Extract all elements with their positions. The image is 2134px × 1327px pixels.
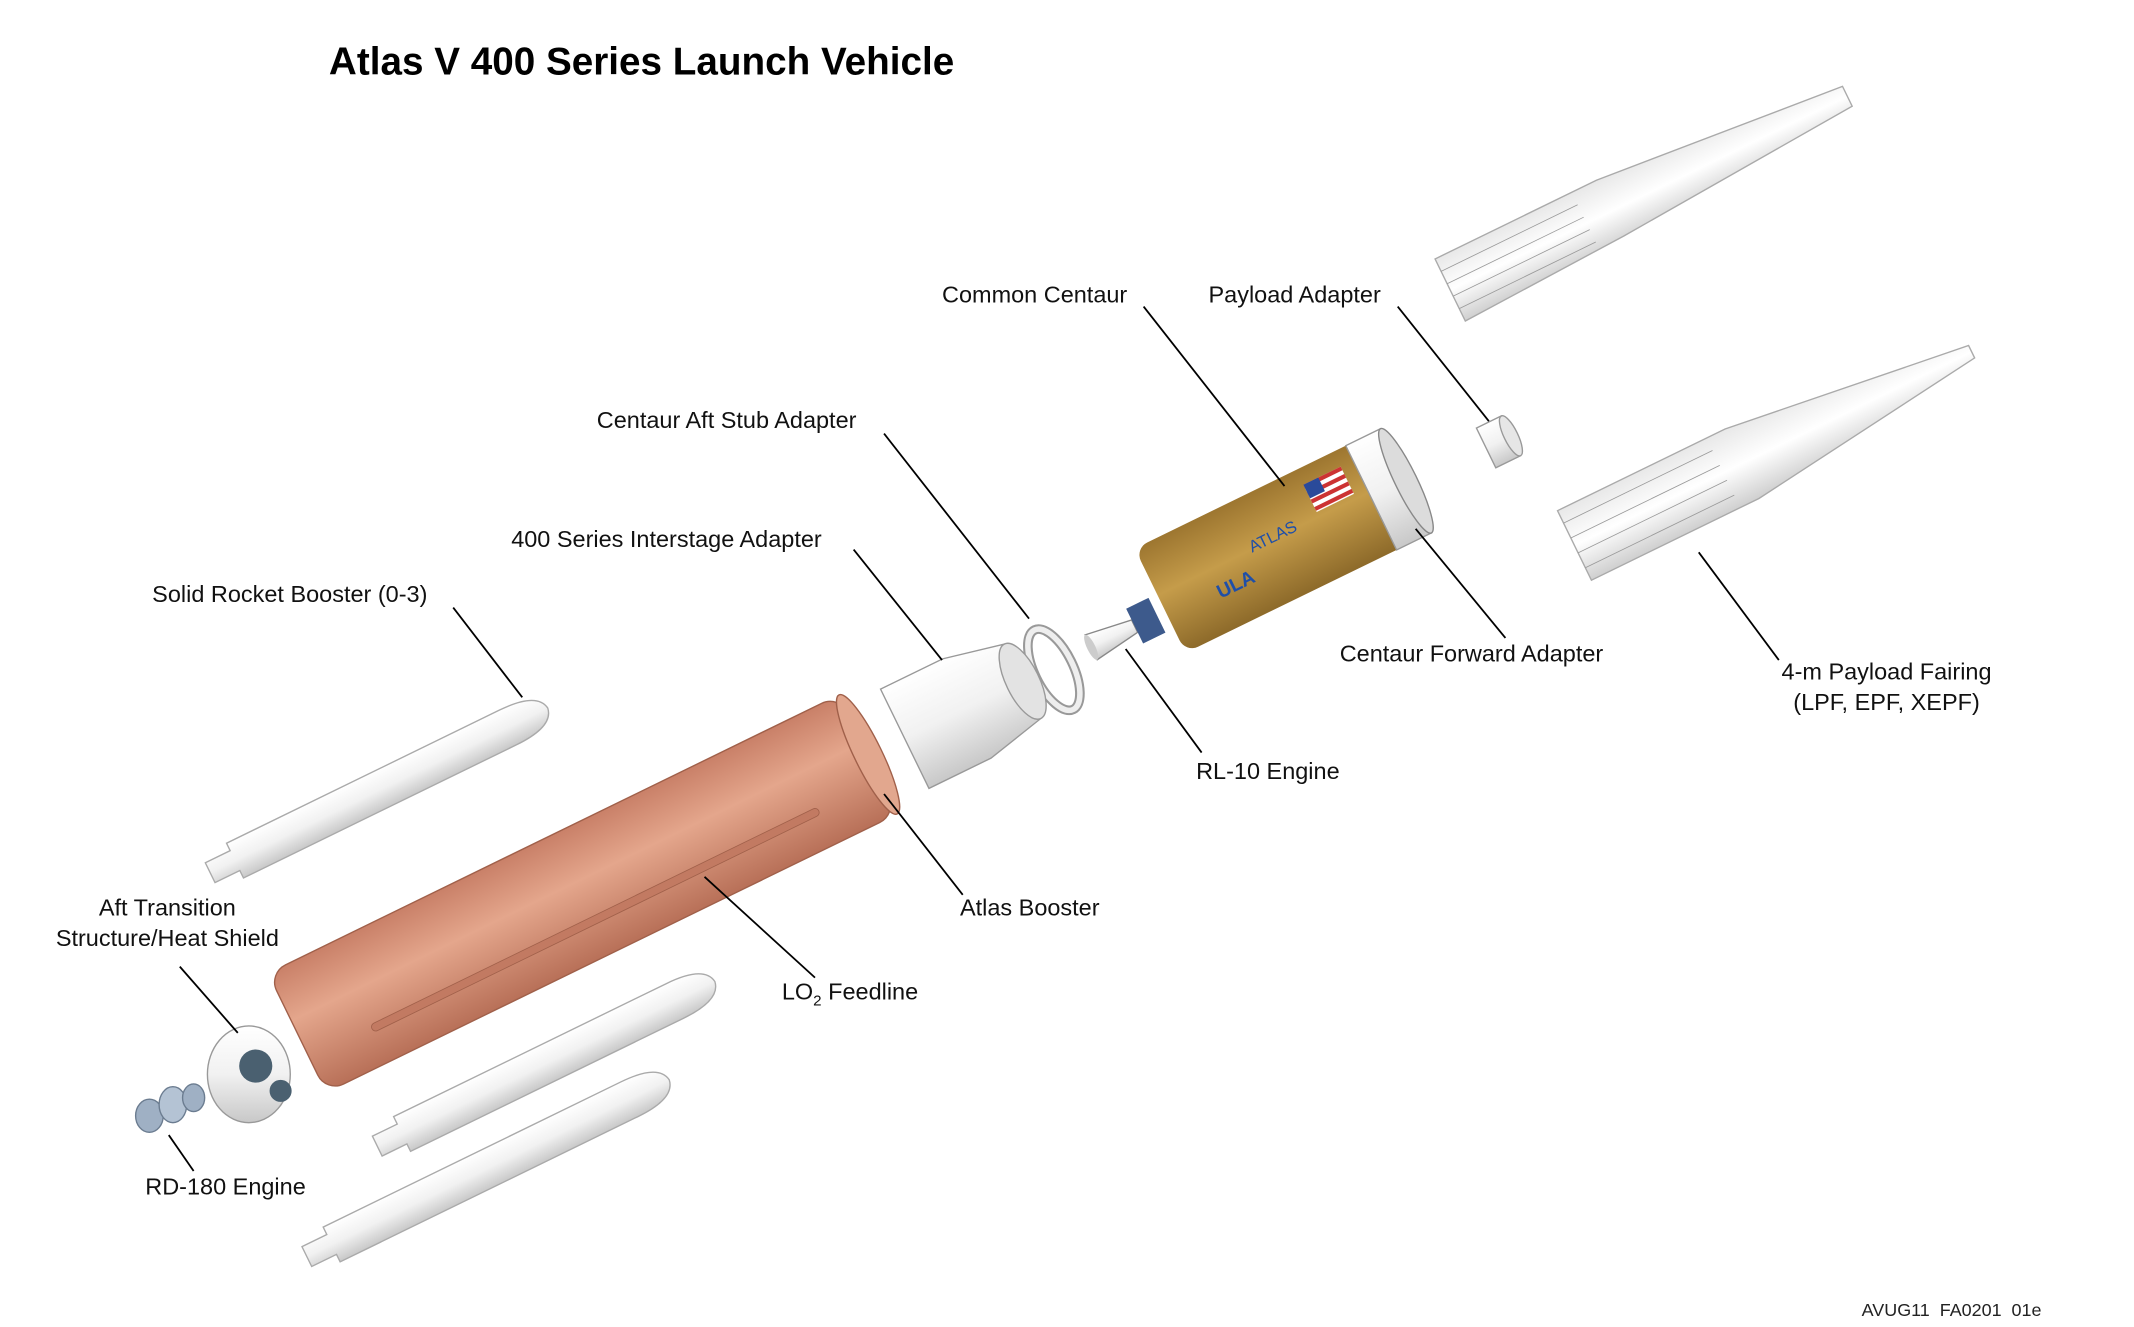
label-rd180-engine: RD-180 Engine xyxy=(145,1173,305,1199)
label-common-centaur: Common Centaur xyxy=(942,281,1127,307)
label-lo2-feedline: LO2 Feedline xyxy=(782,979,918,1010)
us-flag xyxy=(1303,466,1354,513)
label-atlas-booster: Atlas Booster xyxy=(960,895,1100,921)
payload-fairing-upper-half xyxy=(1434,85,1854,322)
solid-rocket-booster xyxy=(301,1071,671,1268)
payload-fairing-lower-half xyxy=(1556,344,1976,582)
lo2-text: LO xyxy=(782,979,813,1005)
label-interstage-adapter: 400 Series Interstage Adapter xyxy=(511,526,822,552)
interstage-adapter xyxy=(879,642,1047,790)
label-aft-transition: Aft Transition xyxy=(99,895,236,921)
payload-adapter xyxy=(1475,415,1524,469)
common-centaur: ATLAS ULA xyxy=(1139,427,1434,649)
lo2-subscript: 2 xyxy=(813,992,821,1009)
label-payload-fairing: 4-m Payload Fairing xyxy=(1782,658,1992,684)
diagram-title: Atlas V 400 Series Launch Vehicle xyxy=(329,41,954,84)
rd180-engine xyxy=(134,1083,206,1133)
document-code: AVUG11 FA0201 01e xyxy=(1862,1300,2042,1320)
label-rl10-engine: RL-10 Engine xyxy=(1196,758,1340,784)
label-heat-shield: Structure/Heat Shield xyxy=(56,925,279,951)
solid-rocket-booster xyxy=(371,973,717,1157)
feedline-text: Feedline xyxy=(822,979,919,1005)
rl10-engine xyxy=(1084,597,1166,661)
aft-transition-structure xyxy=(206,1025,292,1124)
label-payload-fairing-variants: (LPF, EPF, XEPF) xyxy=(1793,689,1980,715)
atlas-booster xyxy=(273,693,901,1087)
lo2-feedline xyxy=(371,808,820,1032)
leader-lines xyxy=(168,305,1780,1172)
label-centaur-forward-adapter: Centaur Forward Adapter xyxy=(1340,640,1604,666)
solid-rocket-booster xyxy=(204,699,550,884)
label-solid-rocket-booster: Solid Rocket Booster (0-3) xyxy=(152,581,427,607)
label-centaur-aft-stub-adapter: Centaur Aft Stub Adapter xyxy=(597,407,857,433)
label-payload-adapter: Payload Adapter xyxy=(1209,281,1381,307)
